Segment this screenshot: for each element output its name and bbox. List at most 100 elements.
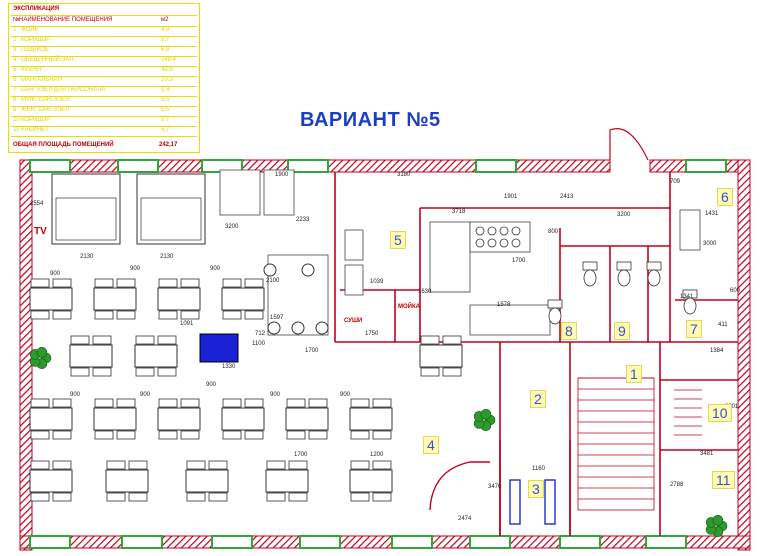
chair: [30, 492, 50, 502]
dimension-label: 3718: [452, 209, 466, 215]
dimension-label: 411: [718, 322, 728, 328]
chair: [52, 430, 72, 440]
chair: [186, 460, 206, 470]
chair: [308, 430, 328, 440]
dimension-label: 2474: [458, 516, 472, 522]
chair: [128, 460, 148, 470]
chair: [158, 398, 178, 408]
kitchen-equipment: [429, 221, 471, 293]
plant-leaf: [712, 515, 724, 526]
room-number-5: 5: [390, 231, 406, 249]
chair: [180, 398, 200, 408]
variant-title: ВАРИАНТ №5: [300, 109, 441, 131]
legend-cell-no: 2: [13, 37, 17, 43]
room-number-1: 1: [626, 365, 642, 383]
chair: [94, 398, 114, 408]
legend-cell-no: 8: [13, 97, 17, 103]
chair: [92, 335, 112, 345]
legend-cell-name: ФОЙЕ: [21, 27, 39, 33]
legend-cell-name: ЖЕН. САН. УЗЕЛ: [21, 107, 70, 113]
kitchen-equipment: [469, 221, 531, 253]
dining-table: [105, 469, 149, 493]
bar-stool: [315, 321, 329, 335]
legend-cell-area: 5,5: [161, 107, 170, 113]
chair: [128, 492, 148, 502]
dimension-label: 712: [255, 331, 266, 337]
dimension-label: 900: [210, 266, 221, 272]
dining-table: [134, 344, 178, 368]
bar-stool: [301, 263, 315, 277]
legend-cell-name: МАНГАЛЬНАЯ: [21, 77, 62, 83]
dimension-label: 2233: [296, 217, 310, 223]
dimension-label: 2788: [670, 482, 684, 488]
sushi-label: СУШИ: [344, 318, 363, 324]
dimension-label: 1700: [294, 452, 308, 458]
dining-table: [29, 287, 73, 311]
legend-cell-no: 3: [13, 47, 17, 53]
legend-cell-area: 10,3: [161, 77, 173, 83]
legend-cell-area: 3,5: [161, 97, 170, 103]
chair: [70, 335, 90, 345]
dimension-label: 1700: [305, 348, 319, 354]
window: [117, 159, 159, 173]
stove-burner: [499, 226, 509, 236]
room-number-4: 4: [423, 436, 439, 454]
chair: [116, 430, 136, 440]
toilet-bowl: [548, 307, 562, 325]
dimension-label: 1578: [497, 302, 511, 308]
dining-table: [29, 407, 73, 431]
window: [29, 535, 71, 549]
dimension-label: 1039: [370, 279, 384, 285]
room-number-6: 6: [717, 188, 733, 206]
chair: [222, 310, 242, 320]
dimension-label: 1901: [504, 194, 518, 200]
legend-cell-area: 48,9: [161, 67, 173, 73]
chair: [222, 398, 242, 408]
kitchen-equipment: [219, 169, 261, 216]
curved-wall: [429, 461, 490, 511]
window: [287, 159, 329, 173]
chair: [94, 430, 114, 440]
legend-cell-no: 4: [13, 57, 17, 63]
dimension-label: 1330: [222, 364, 236, 370]
toilet-tank: [646, 261, 662, 271]
dimension-label: 1384: [710, 348, 724, 354]
chair: [266, 492, 286, 502]
staircase: [577, 377, 655, 511]
toilet-bowl: [647, 269, 661, 287]
dining-table: [419, 344, 463, 368]
dimension-label: 1100: [252, 341, 266, 347]
dimension-label: 3200: [225, 224, 239, 230]
dining-table: [29, 469, 73, 493]
window: [299, 535, 341, 549]
chair: [116, 278, 136, 288]
room-number-3: 3: [528, 480, 544, 498]
chair: [106, 492, 126, 502]
entrance-door: [609, 128, 649, 161]
dining-table: [157, 407, 201, 431]
dimension-label: 1597: [270, 315, 284, 321]
chair: [266, 460, 286, 470]
kitchen-equipment: [263, 169, 295, 216]
legend-total-label: ОБЩАЯ ПЛОЩАДЬ ПОМЕЩЕНИЙ: [13, 142, 114, 148]
bar-stool: [263, 263, 277, 277]
legend-cell-area: 4,9: [161, 27, 170, 33]
legend-cell-name: КАБИНЕТ: [21, 127, 49, 133]
kitchen-equipment: [469, 304, 551, 336]
dimension-label: 1091: [180, 321, 194, 327]
window: [121, 535, 163, 549]
exterior-wall: [737, 159, 751, 551]
dining-table: [157, 287, 201, 311]
dimension-label: 900: [206, 382, 217, 388]
chair: [350, 430, 370, 440]
chair: [92, 367, 112, 377]
wardrobe-rack: [509, 479, 521, 525]
legend-cell-area: 6,8: [161, 47, 170, 53]
room-number-9: 9: [614, 322, 630, 340]
